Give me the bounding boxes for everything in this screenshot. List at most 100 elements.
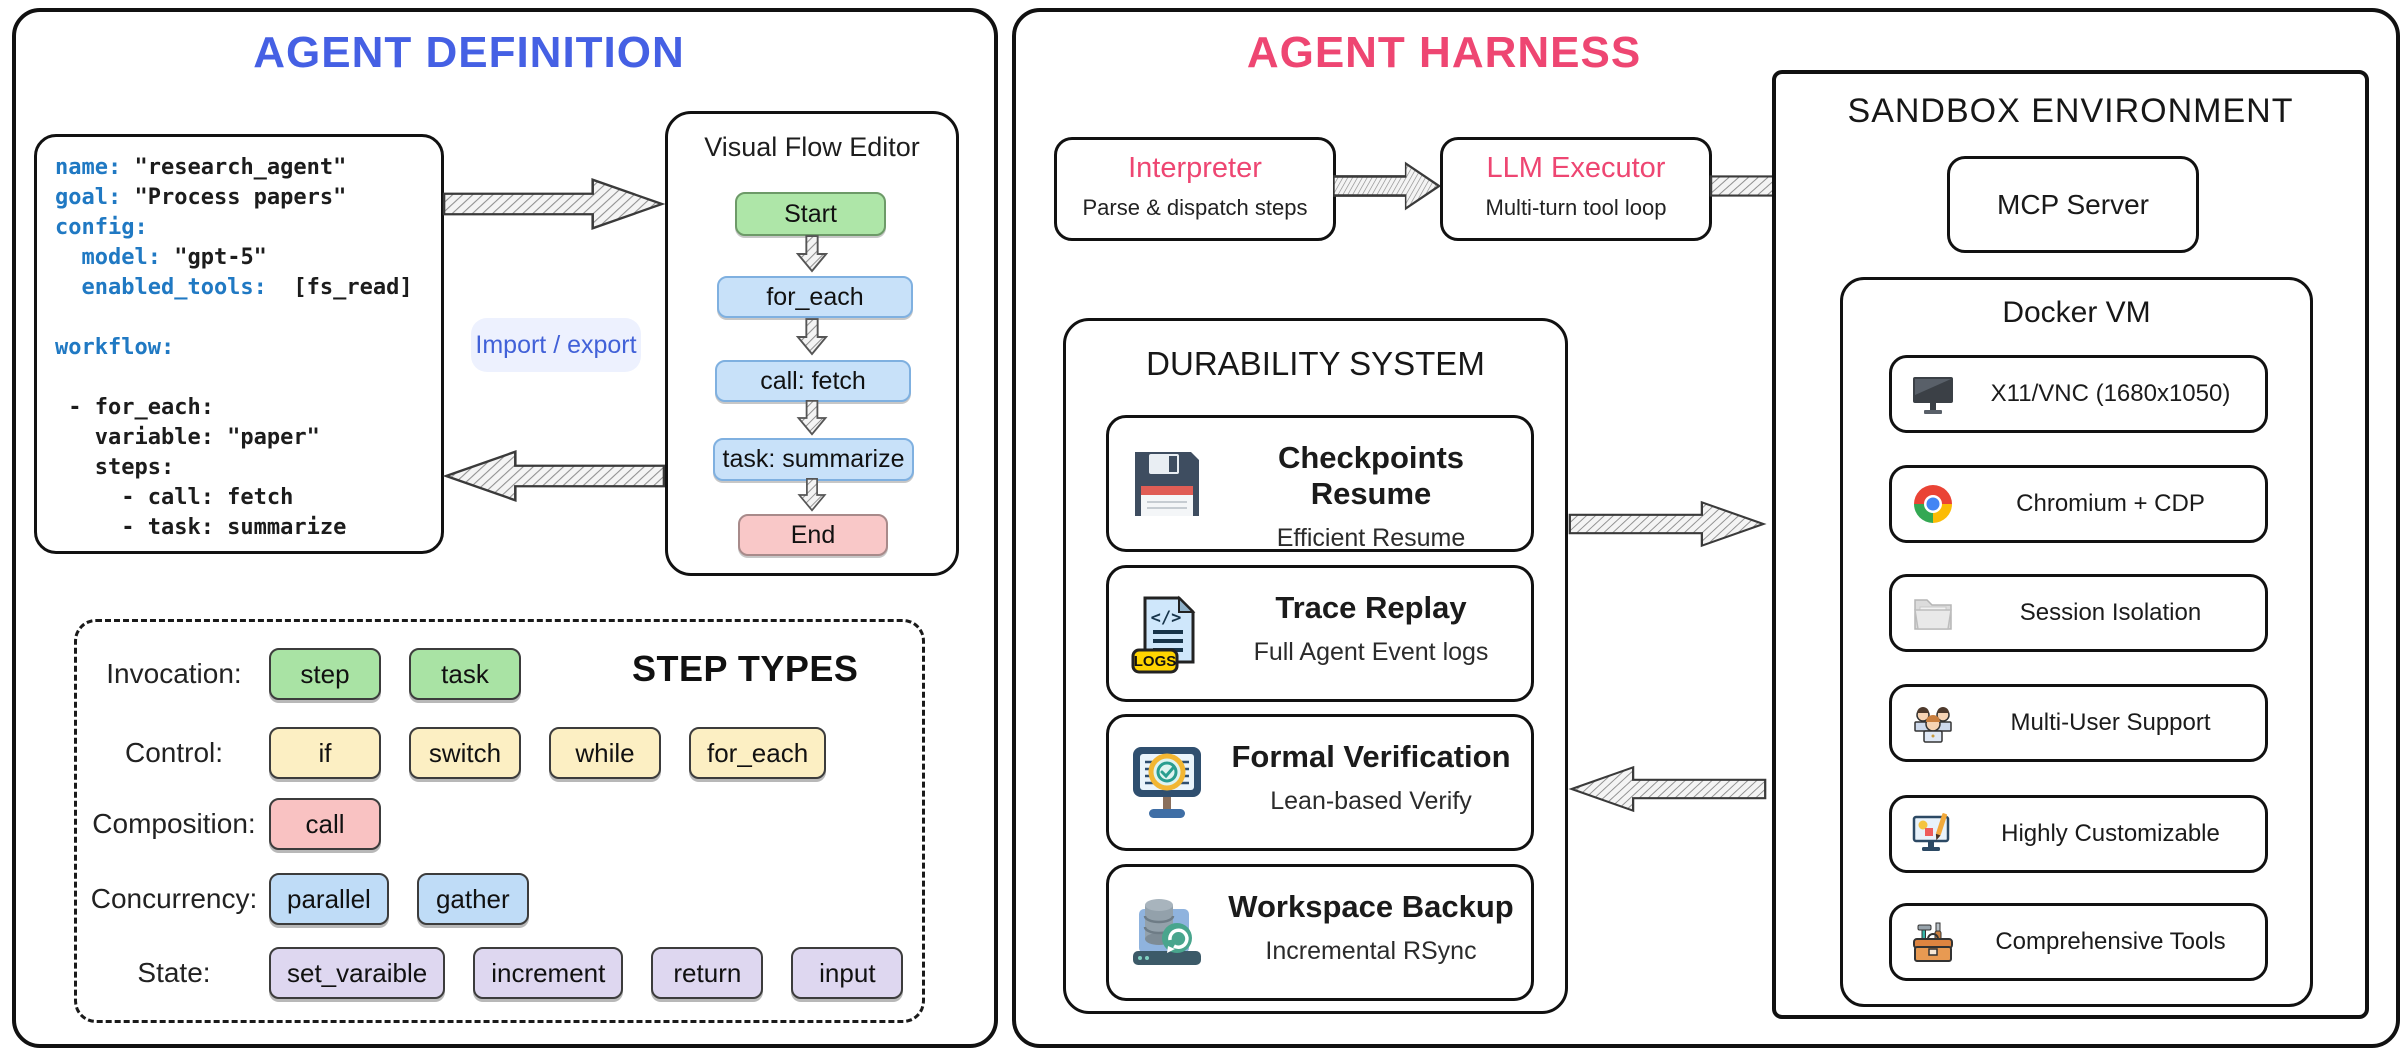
flow-down-arrow-icon	[795, 316, 829, 358]
durability-system-title: DURABILITY SYSTEM	[1146, 345, 1485, 382]
step-type-row-control: Control: if switch while for_each	[89, 727, 827, 779]
step-chip[interactable]: gather	[416, 873, 529, 925]
visual-flow-editor-title: Visual Flow Editor	[704, 132, 920, 162]
flow-down-arrow-icon	[795, 234, 829, 274]
verification-monitor-icon	[1125, 741, 1209, 825]
interpreter-subtitle: Parse & dispatch steps	[1082, 195, 1308, 220]
monitor-icon	[1910, 371, 1956, 417]
code-line: enabled_tools: [fs_read]	[55, 275, 413, 300]
flow-node-task-summarize[interactable]: task: summarize	[713, 438, 914, 481]
step-types-title: STEP TYPES	[632, 648, 859, 689]
logs-document-icon: </> LOGS	[1125, 592, 1209, 676]
step-type-row-label: State:	[137, 957, 211, 988]
durability-item-formal-verification: Formal Verification Lean-based Verify	[1106, 714, 1534, 851]
design-monitor-icon	[1910, 811, 1956, 857]
docker-item-multi-user: Multi-User Support	[1889, 684, 2268, 762]
durability-item-subtitle: Lean-based Verify	[1270, 787, 1472, 815]
visual-flow-editor: Visual Flow Editor Start for_each call: …	[665, 111, 959, 576]
step-type-row-label: Composition:	[92, 808, 256, 839]
code-line	[55, 363, 423, 393]
flow-down-arrow-icon	[795, 400, 829, 436]
step-chip[interactable]: for_each	[689, 727, 827, 779]
agent-definition-panel: AGENT DEFINITION name: "research_agent" …	[12, 8, 998, 1048]
durability-item-title: Checkpoints Resume	[1277, 440, 1465, 511]
llm-executor-title: LLM Executor	[1486, 152, 1666, 184]
code-line: config:	[55, 215, 148, 240]
database-sync-icon	[1125, 891, 1209, 975]
flow-node-end[interactable]: End	[738, 514, 888, 556]
step-chip[interactable]: step	[269, 648, 381, 700]
code-line: name: "research_agent"	[55, 155, 347, 180]
llm-executor-box: LLM Executor Multi-turn tool loop	[1440, 137, 1712, 241]
durability-item-checkpoints: Checkpoints Resume Efficient Resume	[1106, 415, 1534, 552]
sandbox-environment-title: SANDBOX ENVIRONMENT	[1847, 92, 2294, 130]
svg-text:LOGS: LOGS	[1134, 653, 1177, 670]
docker-item-session-isolation: Session Isolation	[1889, 574, 2268, 652]
docker-item-label: Comprehensive Tools	[1995, 928, 2226, 955]
interpreter-to-executor-arrow-icon	[1333, 160, 1441, 212]
durability-item-title: Workspace Backup	[1228, 889, 1514, 924]
docker-vm-box: Docker VM X11/VNC (1680x1050)	[1840, 277, 2313, 1007]
step-chip[interactable]: switch	[409, 727, 521, 779]
interpreter-title: Interpreter	[1128, 152, 1262, 184]
step-chip[interactable]: return	[651, 947, 764, 999]
flow-node-call-fetch[interactable]: call: fetch	[715, 360, 911, 402]
agent-harness-title: AGENT HARNESS	[1246, 28, 1642, 77]
export-arrow-icon	[442, 176, 666, 232]
import-export-label: Import / export	[471, 318, 641, 372]
step-chip[interactable]: set_varaible	[269, 947, 446, 999]
durability-item-subtitle: Efficient Resume	[1276, 524, 1466, 552]
step-chip[interactable]: if	[269, 727, 381, 779]
docker-item-label: Multi-User Support	[2010, 709, 2211, 736]
step-type-row-label: Concurrency:	[90, 883, 258, 914]
docker-item-label: Chromium + CDP	[2016, 490, 2205, 517]
interpreter-box: Interpreter Parse & dispatch steps	[1054, 137, 1336, 241]
docker-item-chromium: Chromium + CDP	[1889, 465, 2268, 543]
docker-item-label: Session Isolation	[2019, 599, 2202, 626]
step-type-row-label: Invocation:	[106, 658, 242, 689]
code-line: goal: "Process papers"	[55, 185, 347, 210]
import-arrow-icon	[442, 448, 666, 504]
step-chip[interactable]: call	[269, 798, 381, 850]
sandbox-environment-box: SANDBOX ENVIRONMENT MCP Server Docker VM	[1772, 70, 2369, 1019]
docker-item-label: Highly Customizable	[2001, 820, 2220, 847]
flow-node-for-each[interactable]: for_each	[717, 276, 913, 318]
code-line	[55, 303, 423, 333]
docker-vm-title: Docker VM	[2002, 296, 2151, 329]
step-chip[interactable]: increment	[473, 947, 624, 999]
llm-executor-subtitle: Multi-turn tool loop	[1485, 195, 1667, 220]
durability-item-title: Formal Verification	[1231, 739, 1511, 774]
step-type-row-invocation: Invocation: step task	[89, 648, 521, 700]
step-type-row-composition: Composition: call	[89, 798, 381, 850]
code-line: steps:	[55, 455, 175, 480]
step-chip[interactable]: parallel	[269, 873, 389, 925]
durability-to-sandbox-arrow-icon	[1568, 499, 1767, 549]
docker-item-label: X11/VNC (1680x1050)	[1990, 380, 2231, 407]
code-line: - task: summarize	[55, 515, 347, 540]
docker-item-tools: Comprehensive Tools	[1889, 903, 2268, 981]
durability-system-box: DURABILITY SYSTEM Checkpoints Resum	[1063, 318, 1568, 1014]
step-chip[interactable]: while	[549, 727, 661, 779]
flow-down-arrow-icon	[795, 478, 829, 512]
agent-definition-title: AGENT DEFINITION	[253, 28, 685, 77]
sandbox-to-durability-arrow-icon	[1568, 764, 1767, 814]
step-type-row-state: State: set_varaible increment return inp…	[89, 947, 904, 999]
step-chip[interactable]: task	[409, 648, 521, 700]
floppy-disk-icon	[1125, 442, 1209, 526]
step-type-row-label: Control:	[124, 737, 224, 768]
step-chip[interactable]: input	[791, 947, 904, 999]
code-line: workflow:	[55, 335, 175, 360]
toolbox-icon	[1910, 919, 1956, 965]
durability-item-subtitle: Full Agent Event logs	[1253, 638, 1489, 666]
code-line: - call: fetch	[55, 485, 294, 510]
folder-icon	[1910, 590, 1956, 636]
step-type-row-concurrency: Concurrency: parallel gather	[89, 873, 529, 925]
agent-yaml-code-block: name: "research_agent" goal: "Process pa…	[34, 134, 444, 554]
multi-user-icon	[1910, 700, 1956, 746]
durability-item-workspace-backup: Workspace Backup Incremental RSync	[1106, 864, 1534, 1001]
mcp-server-box: MCP Server	[1947, 156, 2199, 253]
flow-node-start[interactable]: Start	[735, 192, 886, 236]
step-types-box: STEP TYPES Invocation: step task Control…	[74, 619, 925, 1023]
durability-item-title: Trace Replay	[1275, 590, 1467, 625]
